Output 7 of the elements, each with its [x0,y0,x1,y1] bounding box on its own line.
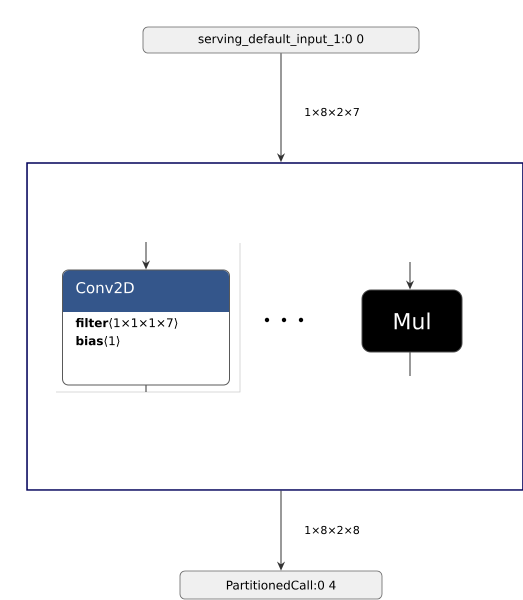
subgraph-frame [26,162,523,491]
operation-card: Conv2D filter⟨1×1×1×7⟩ bias⟨1⟩ [62,270,230,386]
operation-node: Mul [362,290,462,352]
edge-label: 1×8×2×7 [305,108,359,116]
edge-label: 1×8×2×8 [305,526,360,534]
graph-node: PartitionedCall:0 4 [180,570,382,600]
graph-node: serving_default_input_1:0 0 [142,26,420,54]
